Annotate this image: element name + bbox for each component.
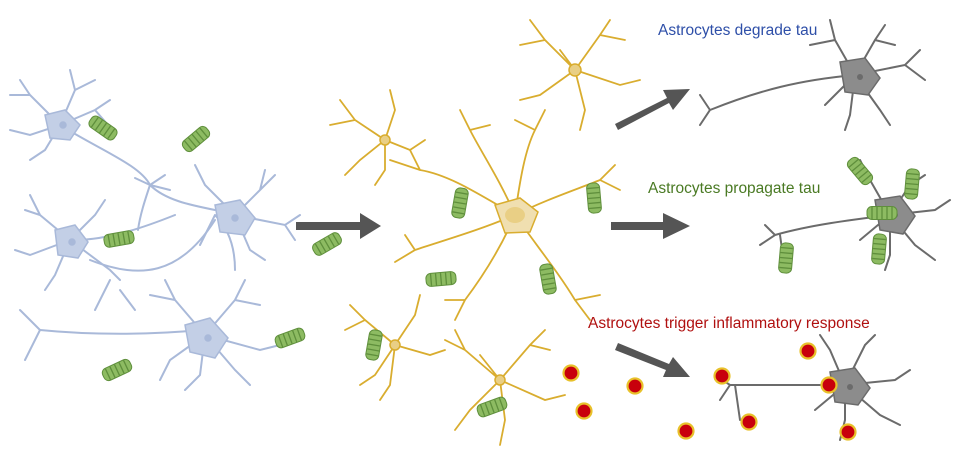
label-degrade: Astrocytes degrade tau <box>658 22 818 39</box>
neuron-dendrites <box>9 69 111 161</box>
cytokine-dot-icon <box>740 413 758 431</box>
tau-fibril-icon <box>870 232 888 266</box>
tau-fibril-icon <box>100 357 134 383</box>
tau-fibril-icon <box>585 181 603 215</box>
outcome-cytokines <box>626 342 857 441</box>
tau-fibril-icon <box>102 229 136 249</box>
cytokine-dot-icon <box>575 402 593 420</box>
tau-fibril-icon <box>310 230 344 258</box>
outcome-neuron-soma <box>829 367 871 406</box>
astrocyte-somas <box>379 63 582 386</box>
tau-fibril-icon <box>777 241 795 275</box>
healthy-neuron-network <box>9 69 301 391</box>
tau-fibril-icon <box>424 270 458 288</box>
label-propagate: Astrocytes propagate tau <box>648 180 821 197</box>
tau-fibril-icon <box>179 123 213 155</box>
label-inflammatory: Astrocytes trigger inflammatory response <box>588 315 870 332</box>
cytokine-dot-icon <box>799 342 817 360</box>
cytokine-dot-icon <box>713 367 731 385</box>
cytokine-dot-icon <box>839 423 857 441</box>
healthy-neuron-somas <box>44 109 256 359</box>
tau-fibril-icon <box>364 328 384 362</box>
cytokine-dot-icon <box>562 364 580 382</box>
cytokine-dot-icon <box>677 422 695 440</box>
tau-fibril-icon <box>273 326 307 350</box>
cytokine-dot-icon <box>820 376 838 394</box>
cytokine-dot-icon <box>626 377 644 395</box>
tau-fibril-icon <box>450 186 470 220</box>
process-arrow-icon <box>296 213 381 239</box>
tau-fibril-icon <box>903 167 921 201</box>
astrocyte-cytokines <box>562 364 593 420</box>
process-arrow-icon <box>611 89 690 377</box>
tau-fibril-icon <box>866 205 898 221</box>
astrocyte-cluster <box>329 19 641 446</box>
astrocyte-tau-fibrils <box>364 181 603 419</box>
outcome-neuron-soma <box>839 57 881 96</box>
outcome-neuron-degrade <box>699 19 926 131</box>
